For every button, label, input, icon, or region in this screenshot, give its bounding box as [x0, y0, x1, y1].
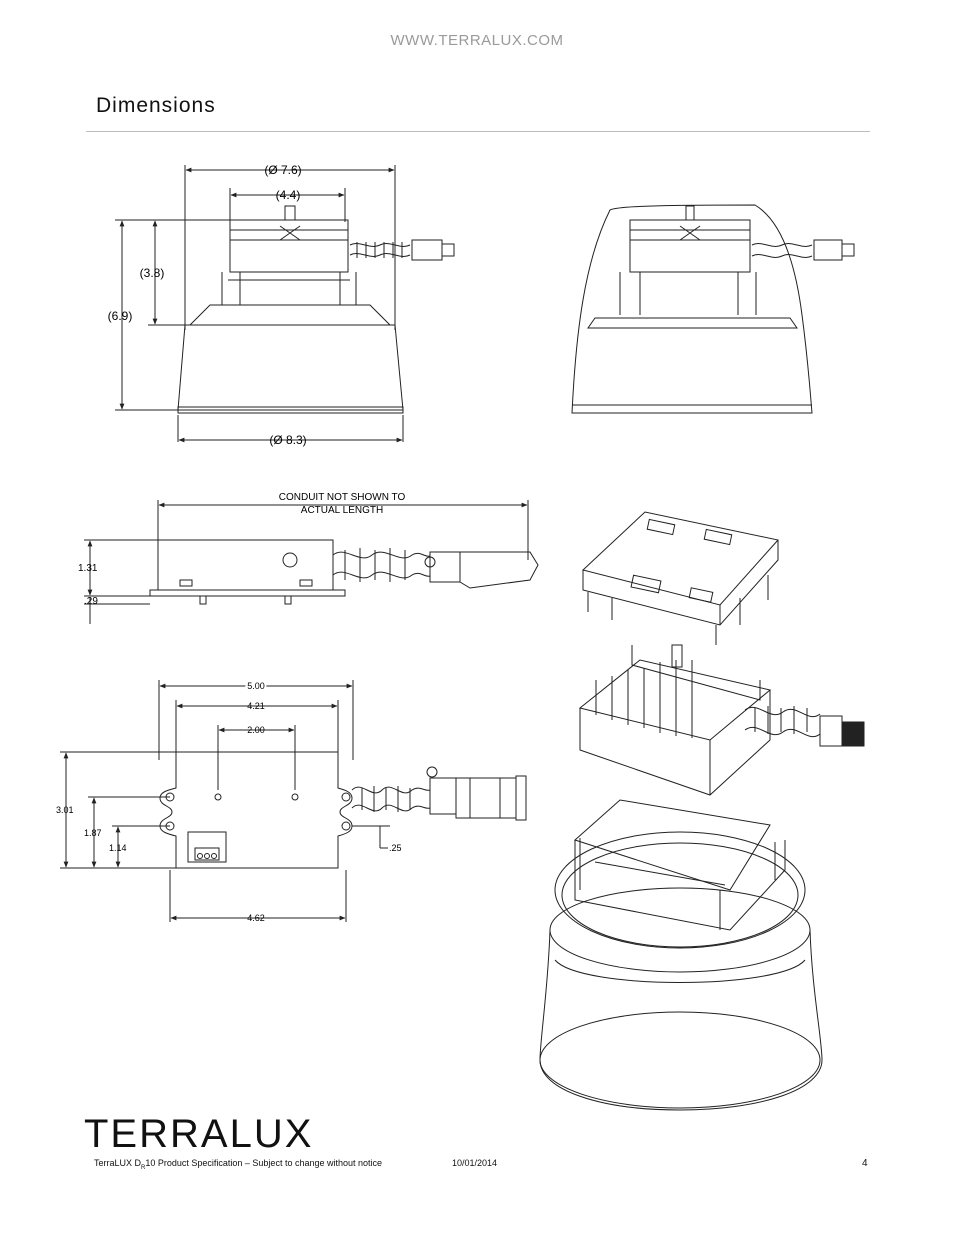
terralux-logo: TERRALUX	[84, 1112, 314, 1156]
dim-mount-width: 4.21	[247, 701, 265, 711]
dim-slot-upper: 1.87	[84, 828, 102, 838]
dim-offset: .25	[389, 843, 402, 853]
page-number: 4	[862, 1158, 868, 1169]
conduit-note-line1: CONDUIT NOT SHOWN TO	[279, 492, 406, 503]
front-elevation-view	[115, 165, 455, 443]
svg-text:5.00: 5.00	[247, 681, 265, 691]
dim-hole-spacing: 2.00	[247, 725, 265, 735]
footer-date: 10/01/2014	[452, 1158, 498, 1168]
dim-slot-lower: 1.14	[109, 843, 127, 853]
dim-plate-depth: 3.01	[56, 805, 74, 815]
dim-side-height: 1.31	[78, 563, 98, 574]
conduit-note-line2: ACTUAL LENGTH	[301, 505, 383, 516]
dim-base-diameter: (Ø 8.3)	[269, 433, 306, 447]
side-view	[84, 500, 539, 624]
footer-spec-text: TerraLUX DR10 Product Specification – Su…	[94, 1158, 383, 1171]
shell-outline-view	[571, 204, 855, 414]
dim-side-flange: .29	[84, 596, 98, 607]
dim-upper-height: (3.8)	[140, 266, 165, 280]
dim-overall-width: 5.00	[247, 681, 265, 691]
dim-bottom-width: 4.62	[247, 913, 265, 923]
title-divider	[86, 131, 870, 132]
exploded-isometric-view	[539, 511, 865, 1111]
plan-view	[60, 680, 527, 922]
dim-top-diameter: (Ø 7.6)	[264, 163, 301, 177]
dim-total-height: (6.9)	[108, 309, 133, 323]
dim-box-width: (4.4)	[276, 188, 301, 202]
page-title: Dimensions	[96, 94, 216, 117]
header-url: WWW.TERRALUX.COM	[390, 32, 564, 49]
